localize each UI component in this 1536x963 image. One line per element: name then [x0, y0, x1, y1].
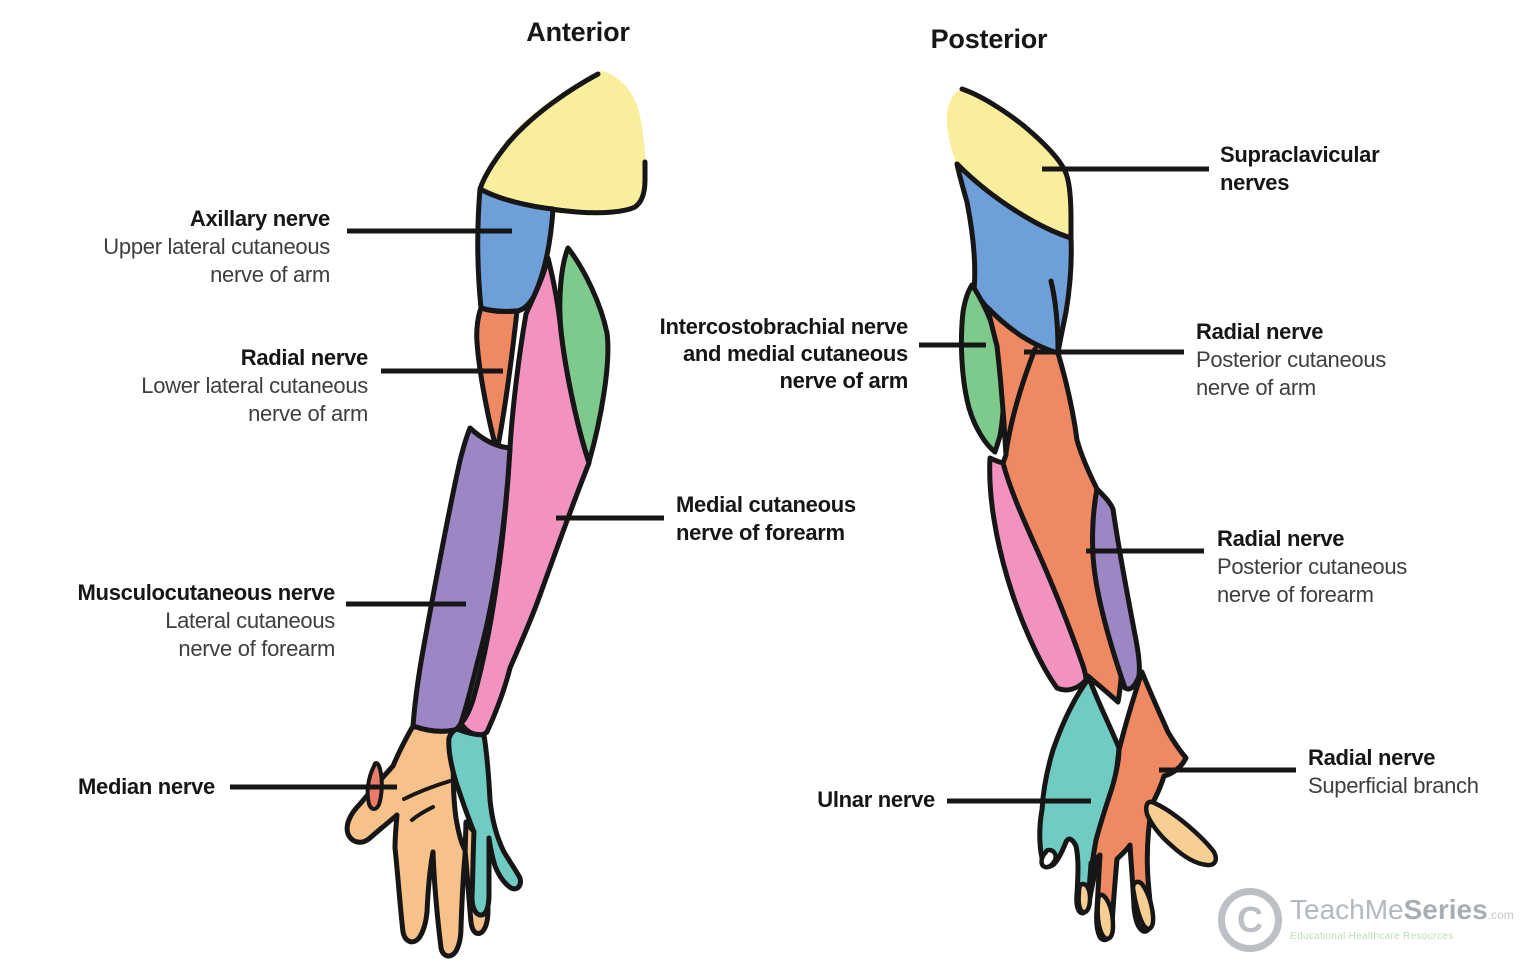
logo-tagline: Educational Healthcare Resources	[1290, 931, 1454, 942]
logo-series: Series	[1403, 894, 1488, 925]
region-supraclavicular-posterior	[946, 89, 1071, 238]
pinky-nail	[1039, 847, 1058, 870]
label-radial-nerve-upper: Radial nerve Lower lateral cutaneous ner…	[48, 344, 368, 428]
label-line: Lateral cutaneous	[165, 608, 335, 633]
label-line: Medial cutaneous	[676, 492, 856, 517]
label-line: nerve of forearm	[1217, 582, 1374, 607]
label-radial-nerve-post-forearm: Radial nerve Posterior cutaneous nerve o…	[1217, 525, 1517, 609]
region-radial-superficial-hand	[1084, 669, 1189, 943]
logo-tld: .com	[1487, 908, 1514, 922]
label-radial-nerve-post-arm: Radial nerve Posterior cutaneous nerve o…	[1196, 318, 1496, 402]
label-line: Intercostobrachial nerve	[659, 314, 909, 339]
palm-crease	[402, 779, 452, 822]
label-line: nerve of arm	[1196, 375, 1316, 400]
label-line: Supraclavicular	[1220, 142, 1380, 167]
label-intercostobrachial-nerve: Intercostobrachial nerve and medial cuta…	[568, 313, 909, 394]
label-line: nerve of arm	[779, 368, 909, 393]
title-anterior: Anterior	[526, 17, 630, 47]
region-axillary-anterior	[475, 186, 556, 314]
label-line: Musculocutaneous nerve	[77, 580, 336, 605]
region-medial-cutaneous-forearm-posterior	[987, 455, 1089, 693]
posterior-arm	[946, 86, 1218, 943]
logo-wordmark: TeachMeSeries.com Educational Healthcare…	[1290, 888, 1514, 943]
label-line: Ulnar nerve	[817, 787, 935, 812]
label-line: Posterior cutaneous	[1217, 554, 1407, 579]
region-ulnar-hand-anterior	[446, 726, 523, 918]
region-median-fingertip-middle	[1095, 892, 1116, 941]
label-radial-nerve-superficial: Radial nerve Superficial branch	[1308, 744, 1536, 800]
label-medial-cutaneous-forearm: Medial cutaneous nerve of forearm	[676, 491, 956, 547]
copyright-icon: C	[1218, 888, 1282, 952]
label-line: nerve of forearm	[178, 636, 335, 661]
region-median-fingertip-ring	[1076, 881, 1093, 915]
label-supraclavicular-nerves: Supraclavicular nerves	[1220, 141, 1500, 197]
region-divider-line	[1003, 278, 1061, 456]
label-musculocutaneous-nerve: Musculocutaneous nerve Lateral cutaneous…	[5, 579, 336, 663]
region-median-thumb-posterior	[1143, 799, 1218, 868]
label-line: nerve of arm	[210, 262, 330, 287]
label-line: Posterior cutaneous	[1196, 347, 1386, 372]
region-supraclavicular-anterior	[479, 71, 646, 215]
label-line: nerve of forearm	[676, 520, 845, 545]
teachme-series-logo: C TeachMeSeries.com Educational Healthca…	[1218, 888, 1514, 952]
label-line: Upper lateral cutaneous	[103, 234, 330, 259]
label-line: Radial nerve	[240, 345, 369, 370]
label-line: Superficial branch	[1308, 773, 1479, 798]
title-posterior: Posterior	[930, 24, 1048, 54]
label-line: nerves	[1220, 170, 1290, 195]
label-line: Radial nerve	[1308, 745, 1436, 770]
label-line: nerve of arm	[248, 401, 368, 426]
label-line: Radial nerve	[1196, 319, 1324, 344]
label-axillary-nerve: Axillary nerve Upper lateral cutaneous n…	[10, 205, 330, 289]
label-line: Median nerve	[77, 774, 215, 799]
label-line: Axillary nerve	[189, 206, 330, 231]
pointer-lines	[230, 166, 1296, 804]
label-line: Lower lateral cutaneous	[141, 373, 368, 398]
label-line: and medial cutaneous	[682, 341, 908, 366]
region-median-fingertip-index	[1130, 879, 1156, 931]
anterior-arm	[344, 71, 648, 959]
label-line: Radial nerve	[1217, 526, 1345, 551]
label-ulnar-nerve: Ulnar nerve	[735, 786, 935, 814]
logo-teachme: TeachMe	[1290, 894, 1404, 925]
label-median-nerve: Median nerve	[15, 773, 215, 801]
